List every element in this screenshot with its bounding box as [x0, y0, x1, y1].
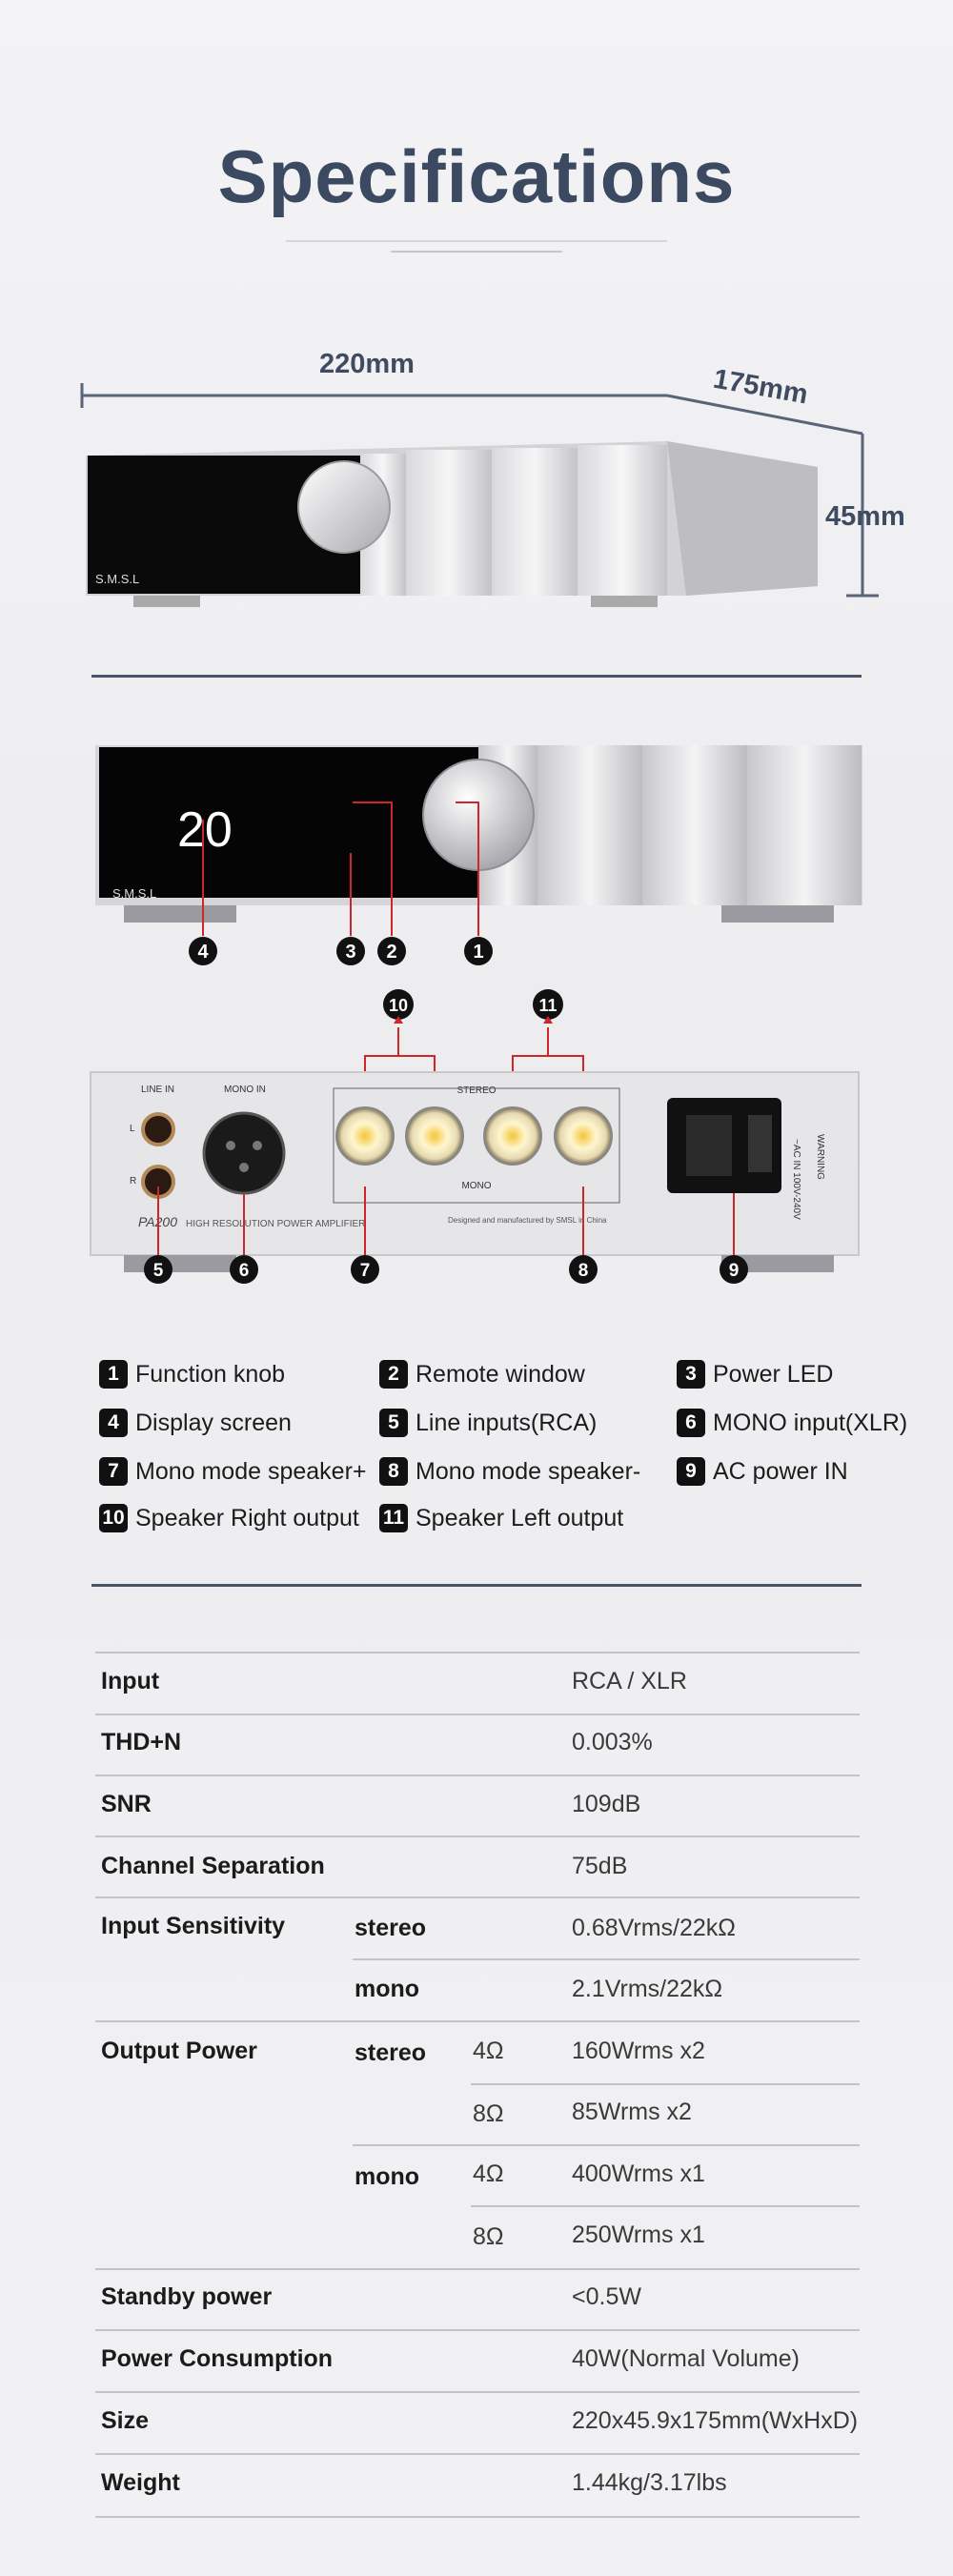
spec-label: Standby power — [101, 2283, 273, 2310]
svg-text:MONO: MONO — [461, 1181, 491, 1191]
svg-text:HIGH RESOLUTION POWER AMPLIFIE: HIGH RESOLUTION POWER AMPLIFIER — [186, 1219, 365, 1229]
height-label: 45mm — [825, 501, 905, 532]
svg-text:LINE IN: LINE IN — [141, 1085, 174, 1095]
spec-impedance: 4Ω — [473, 2160, 504, 2187]
spec-value: 250Wrms x1 — [572, 2221, 705, 2248]
page-title: Specifications — [217, 134, 736, 218]
svg-text:L: L — [130, 1124, 135, 1134]
spec-label: Size — [101, 2407, 150, 2434]
spec-value: 75dB — [572, 1853, 628, 1879]
brand-logo: S.M.S.L — [95, 572, 139, 586]
spec-value: 220x45.9x175mm(WxHxD) — [572, 2407, 859, 2434]
spec-label: Output Power — [101, 2038, 257, 2064]
display-value: 20 — [177, 802, 233, 858]
svg-text:Designed and manufactured by S: Designed and manufactured by SMSL in Chi… — [448, 1216, 607, 1225]
front-callouts: 4 3 2 1 — [189, 937, 493, 965]
svg-text:MONO IN: MONO IN — [224, 1085, 266, 1095]
spec-label: Weight — [101, 2469, 180, 2496]
spec-value: 0.68Vrms/22kΩ — [572, 1915, 736, 1941]
spec-impedance: 8Ω — [473, 2100, 504, 2127]
spec-sublabel: stereo — [355, 1915, 427, 1941]
spec-value: 400Wrms x1 — [572, 2160, 705, 2187]
svg-text:1: 1 — [473, 942, 483, 963]
svg-text:3: 3 — [345, 942, 355, 963]
spec-label: Channel Separation — [101, 1853, 325, 1879]
dimension-drawing: S.M.S.L — [80, 383, 879, 607]
rca-left-jack — [141, 1112, 175, 1146]
front-display-screen — [99, 747, 478, 898]
spec-value: 109dB — [572, 1791, 641, 1817]
volume-knob — [297, 460, 391, 554]
power-switch — [748, 1115, 772, 1172]
section-divider — [91, 1584, 862, 1587]
spec-value: 1.44kg/3.17lbs — [572, 2469, 727, 2496]
rear-callouts: 5 6 7 8 9 — [144, 1255, 748, 1284]
spec-label: THD+N — [101, 1729, 182, 1755]
spec-label: SNR — [101, 1791, 152, 1817]
xlr-jack — [202, 1111, 286, 1195]
svg-text:WARNING: WARNING — [815, 1134, 825, 1180]
rear-panel-drawing: 10 11 LINE IN MONO IN L R STEREO MONO ~A… — [90, 989, 860, 1284]
spec-sublabel: mono — [355, 2163, 420, 2190]
spec-value: 2.1Vrms/22kΩ — [572, 1976, 723, 2002]
spec-value: 160Wrms x2 — [572, 2038, 705, 2064]
svg-text:7: 7 — [360, 1261, 371, 1281]
svg-text:4: 4 — [197, 942, 209, 963]
section-divider — [91, 675, 862, 678]
svg-text:STEREO: STEREO — [456, 1085, 496, 1096]
svg-text:9: 9 — [729, 1261, 740, 1281]
spec-value: RCA / XLR — [572, 1668, 687, 1694]
spec-value: 0.003% — [572, 1729, 653, 1755]
title-underline-inner — [391, 251, 562, 253]
svg-text:11: 11 — [538, 996, 557, 1015]
title-underline — [286, 240, 667, 242]
spec-value: <0.5W — [572, 2283, 641, 2310]
svg-text:2: 2 — [386, 942, 396, 963]
spec-sublabel: mono — [355, 1976, 420, 2002]
spec-impedance: 4Ω — [473, 2038, 504, 2064]
spec-impedance: 8Ω — [473, 2223, 504, 2250]
svg-text:~AC IN 100V-240V: ~AC IN 100V-240V — [791, 1139, 801, 1220]
spec-value: 85Wrms x2 — [572, 2099, 692, 2125]
svg-text:10: 10 — [389, 996, 408, 1015]
svg-text:6: 6 — [239, 1261, 250, 1281]
spec-label: Input Sensitivity — [101, 1913, 286, 1939]
width-label: 220mm — [319, 349, 415, 379]
spec-value: 40W(Normal Volume) — [572, 2345, 800, 2372]
svg-text:R: R — [130, 1176, 136, 1187]
front-panel-drawing: 20 S.M.S.L 4 3 2 1 — [95, 745, 862, 965]
svg-text:5: 5 — [153, 1261, 164, 1281]
spec-sublabel: stereo — [355, 2039, 427, 2066]
svg-text:S.M.S.L: S.M.S.L — [112, 886, 156, 901]
svg-text:8: 8 — [578, 1261, 589, 1281]
spec-label: Input — [101, 1668, 160, 1694]
depth-dimension-line — [666, 394, 863, 436]
spec-label: Power Consumption — [101, 2345, 334, 2372]
speaker-terminals — [335, 1106, 613, 1166]
